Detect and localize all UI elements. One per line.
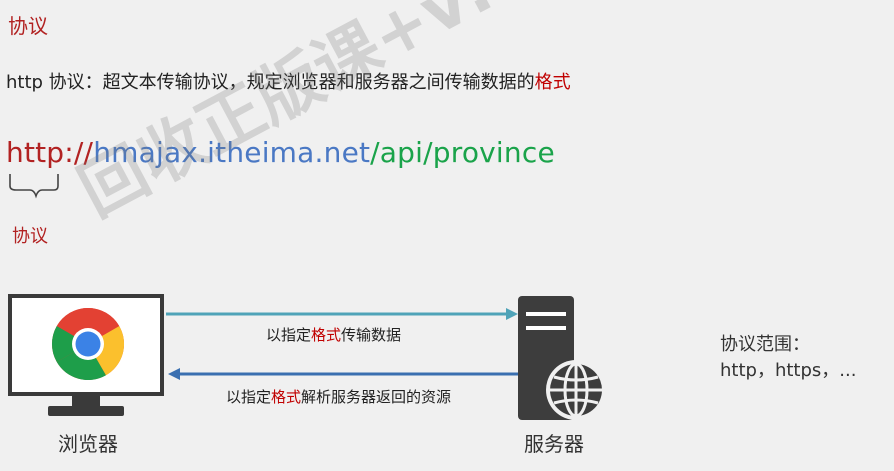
protocol-range-label: 协议范围： [720, 334, 810, 355]
response-arrowhead [168, 368, 180, 380]
protocol-range-values: http，https，... [720, 360, 857, 381]
response-arrow-label: 以指定格式解析服务器返回的资源 [226, 388, 452, 406]
request-arrow-label: 以指定格式传输数据 [266, 326, 402, 344]
request-arrowhead [506, 308, 518, 320]
description-highlight: 格式 [534, 72, 571, 93]
chrome-icon [51, 307, 125, 381]
url-path: /api/province [370, 136, 555, 169]
globe-icon [546, 360, 606, 420]
url-host: hmajax.itheima.net [93, 136, 371, 169]
url-protocol: http:// [6, 136, 94, 169]
description-text: http 协议：超文本传输协议，规定浏览器和服务器之间传输数据的 [6, 72, 535, 93]
protocol-brace-icon [9, 174, 59, 199]
browser-monitor-icon [8, 294, 164, 416]
page-title: 协议 [8, 14, 48, 38]
protocol-label: 协议 [12, 226, 48, 247]
protocol-range: 协议范围： http，https，... [720, 332, 856, 384]
watermark: 回收正版课+v: kunlun991 [60, 0, 873, 235]
example-url: http://hmajax.itheima.net/api/province [6, 136, 555, 169]
server-label: 服务器 [524, 432, 584, 456]
description: http 协议：超文本传输协议，规定浏览器和服务器之间传输数据的格式 [6, 68, 571, 94]
browser-label: 浏览器 [58, 432, 118, 456]
arrows [166, 308, 518, 380]
server-icon [518, 296, 606, 420]
